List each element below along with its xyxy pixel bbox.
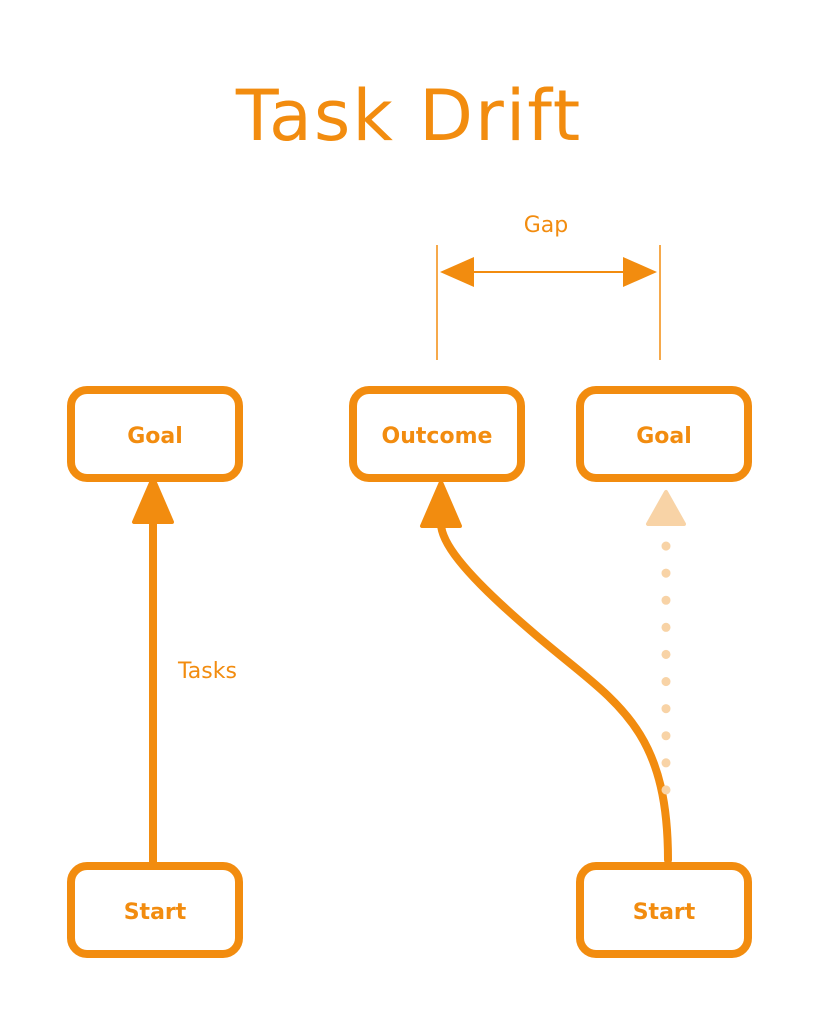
right-start-node: Start — [576, 862, 752, 958]
outcome-node: Outcome — [349, 386, 525, 482]
drift-arrow-curve — [436, 518, 672, 864]
left-task-arrowhead — [132, 476, 174, 524]
left-start-node: Start — [67, 862, 243, 958]
gap-label: Gap — [524, 213, 569, 238]
outcome-label: Outcome — [382, 424, 493, 449]
gap-arrowhead-left — [440, 257, 474, 287]
gap-arrowhead-right — [623, 257, 657, 287]
drift-arrowhead — [420, 480, 462, 528]
left-goal-node: Goal — [67, 386, 243, 482]
right-goal-label: Goal — [636, 424, 692, 449]
left-goal-label: Goal — [127, 424, 183, 449]
left-start-label: Start — [124, 900, 187, 925]
right-start-label: Start — [633, 900, 696, 925]
right-goal-node: Goal — [576, 386, 752, 482]
intended-path-arrowhead — [646, 490, 686, 526]
diagram-title: Task Drift — [235, 75, 582, 157]
tasks-label: Tasks — [177, 659, 237, 684]
